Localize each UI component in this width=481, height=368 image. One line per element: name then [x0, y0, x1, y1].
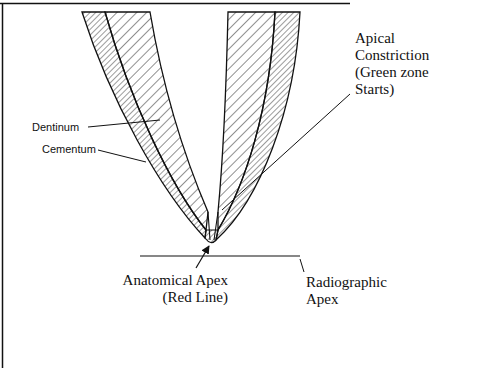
part-label: Cementum	[42, 143, 96, 156]
callout-label: Apical Constriction (Green zone Starts)	[355, 30, 467, 98]
callout-label: Radiographic Apex	[306, 274, 406, 308]
dentin-layer	[105, 12, 208, 230]
frame-line	[2, 3, 4, 368]
frame-line	[0, 3, 350, 5]
cementum-layer	[216, 12, 300, 240]
part-label: Dentinum	[32, 121, 79, 134]
leader-line	[88, 120, 160, 127]
leader-line	[222, 94, 350, 210]
leader-line	[98, 150, 146, 162]
callout-label: Anatomical Apex (Red Line)	[104, 272, 228, 306]
leader-arrow	[196, 246, 209, 268]
apical-foramen	[208, 212, 218, 240]
radiographic-apex-line	[140, 255, 300, 256]
apex-cementum	[205, 230, 218, 243]
leader-line	[300, 259, 304, 272]
